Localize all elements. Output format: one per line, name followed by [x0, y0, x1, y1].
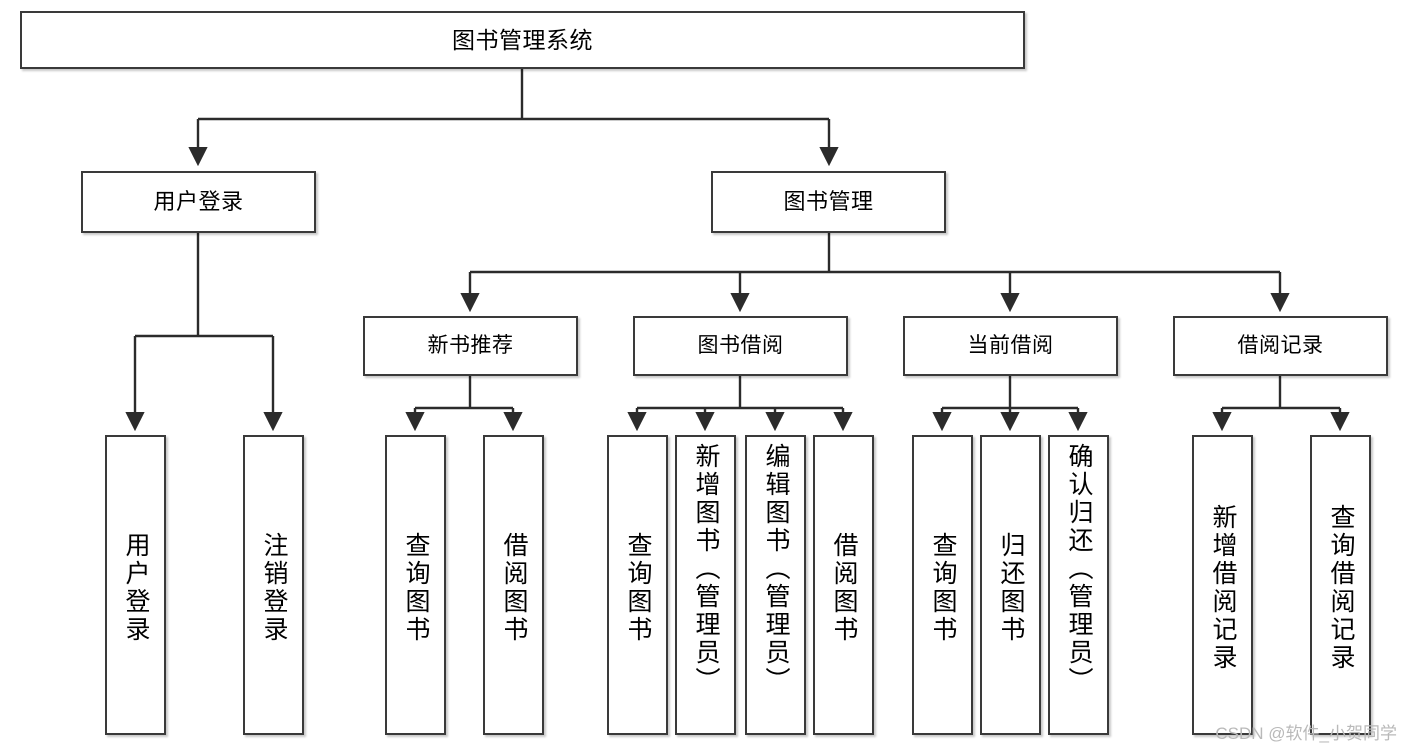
node-leaf-return-book[interactable]: 归还图书: [980, 435, 1041, 735]
node-leaf-query-book-current[interactable]: 查询图书: [912, 435, 973, 735]
node-leaf-query-book-current-label: 查询图书: [929, 532, 957, 644]
node-leaf-query-borrow-record[interactable]: 查询借阅记录: [1310, 435, 1371, 735]
csdn-watermark: CSDN @软件_小贺同学: [1215, 724, 1397, 743]
node-leaf-logout-label: 注销登录: [260, 532, 288, 644]
node-leaf-edit-book-admin[interactable]: 编辑图书（管理员）: [745, 435, 806, 735]
node-leaf-borrow-book-label: 借阅图书: [830, 532, 858, 644]
node-root-label: 图书管理系统: [452, 26, 593, 53]
node-new-book-recommend-label: 新书推荐: [427, 334, 514, 358]
node-root-library-system[interactable]: 图书管理系统: [20, 11, 1025, 69]
node-book-borrow-label: 图书借阅: [697, 334, 784, 358]
node-leaf-add-borrow-record[interactable]: 新增借阅记录: [1192, 435, 1253, 735]
node-borrow-record[interactable]: 借阅记录: [1173, 316, 1388, 376]
node-book-management[interactable]: 图书管理: [711, 171, 946, 233]
node-leaf-add-borrow-record-label: 新增借阅记录: [1209, 504, 1237, 672]
node-current-borrow-label: 当前借阅: [967, 334, 1054, 358]
node-leaf-borrow-book[interactable]: 借阅图书: [813, 435, 874, 735]
node-leaf-confirm-return-admin[interactable]: 确认归还（管理员）: [1048, 435, 1109, 735]
node-leaf-query-book-borrow-label: 查询图书: [624, 532, 652, 644]
node-leaf-query-borrow-record-label: 查询借阅记录: [1327, 504, 1355, 672]
node-borrow-record-label: 借阅记录: [1237, 334, 1324, 358]
node-leaf-query-book-recommend-label: 查询图书: [402, 532, 430, 644]
node-book-borrow[interactable]: 图书借阅: [633, 316, 848, 376]
node-leaf-return-book-label: 归还图书: [997, 532, 1025, 644]
node-new-book-recommend[interactable]: 新书推荐: [363, 316, 578, 376]
node-current-borrow[interactable]: 当前借阅: [903, 316, 1118, 376]
node-leaf-borrow-book-recommend[interactable]: 借阅图书: [483, 435, 544, 735]
node-leaf-add-book-admin[interactable]: 新增图书（管理员）: [675, 435, 736, 735]
node-leaf-query-book-recommend[interactable]: 查询图书: [385, 435, 446, 735]
node-user-login[interactable]: 用户登录: [81, 171, 316, 233]
node-user-login-label: 用户登录: [153, 188, 244, 214]
node-leaf-borrow-book-recommend-label: 借阅图书: [500, 532, 528, 644]
node-leaf-user-login[interactable]: 用户登录: [105, 435, 166, 735]
node-leaf-add-book-admin-label: 新增图书（管理员）: [692, 443, 720, 695]
node-leaf-edit-book-admin-label: 编辑图书（管理员）: [762, 443, 790, 695]
node-book-management-label: 图书管理: [783, 188, 874, 214]
node-leaf-user-login-label: 用户登录: [122, 532, 150, 644]
node-leaf-confirm-return-admin-label: 确认归还（管理员）: [1065, 443, 1093, 695]
node-leaf-query-book-borrow[interactable]: 查询图书: [607, 435, 668, 735]
node-leaf-logout[interactable]: 注销登录: [243, 435, 304, 735]
